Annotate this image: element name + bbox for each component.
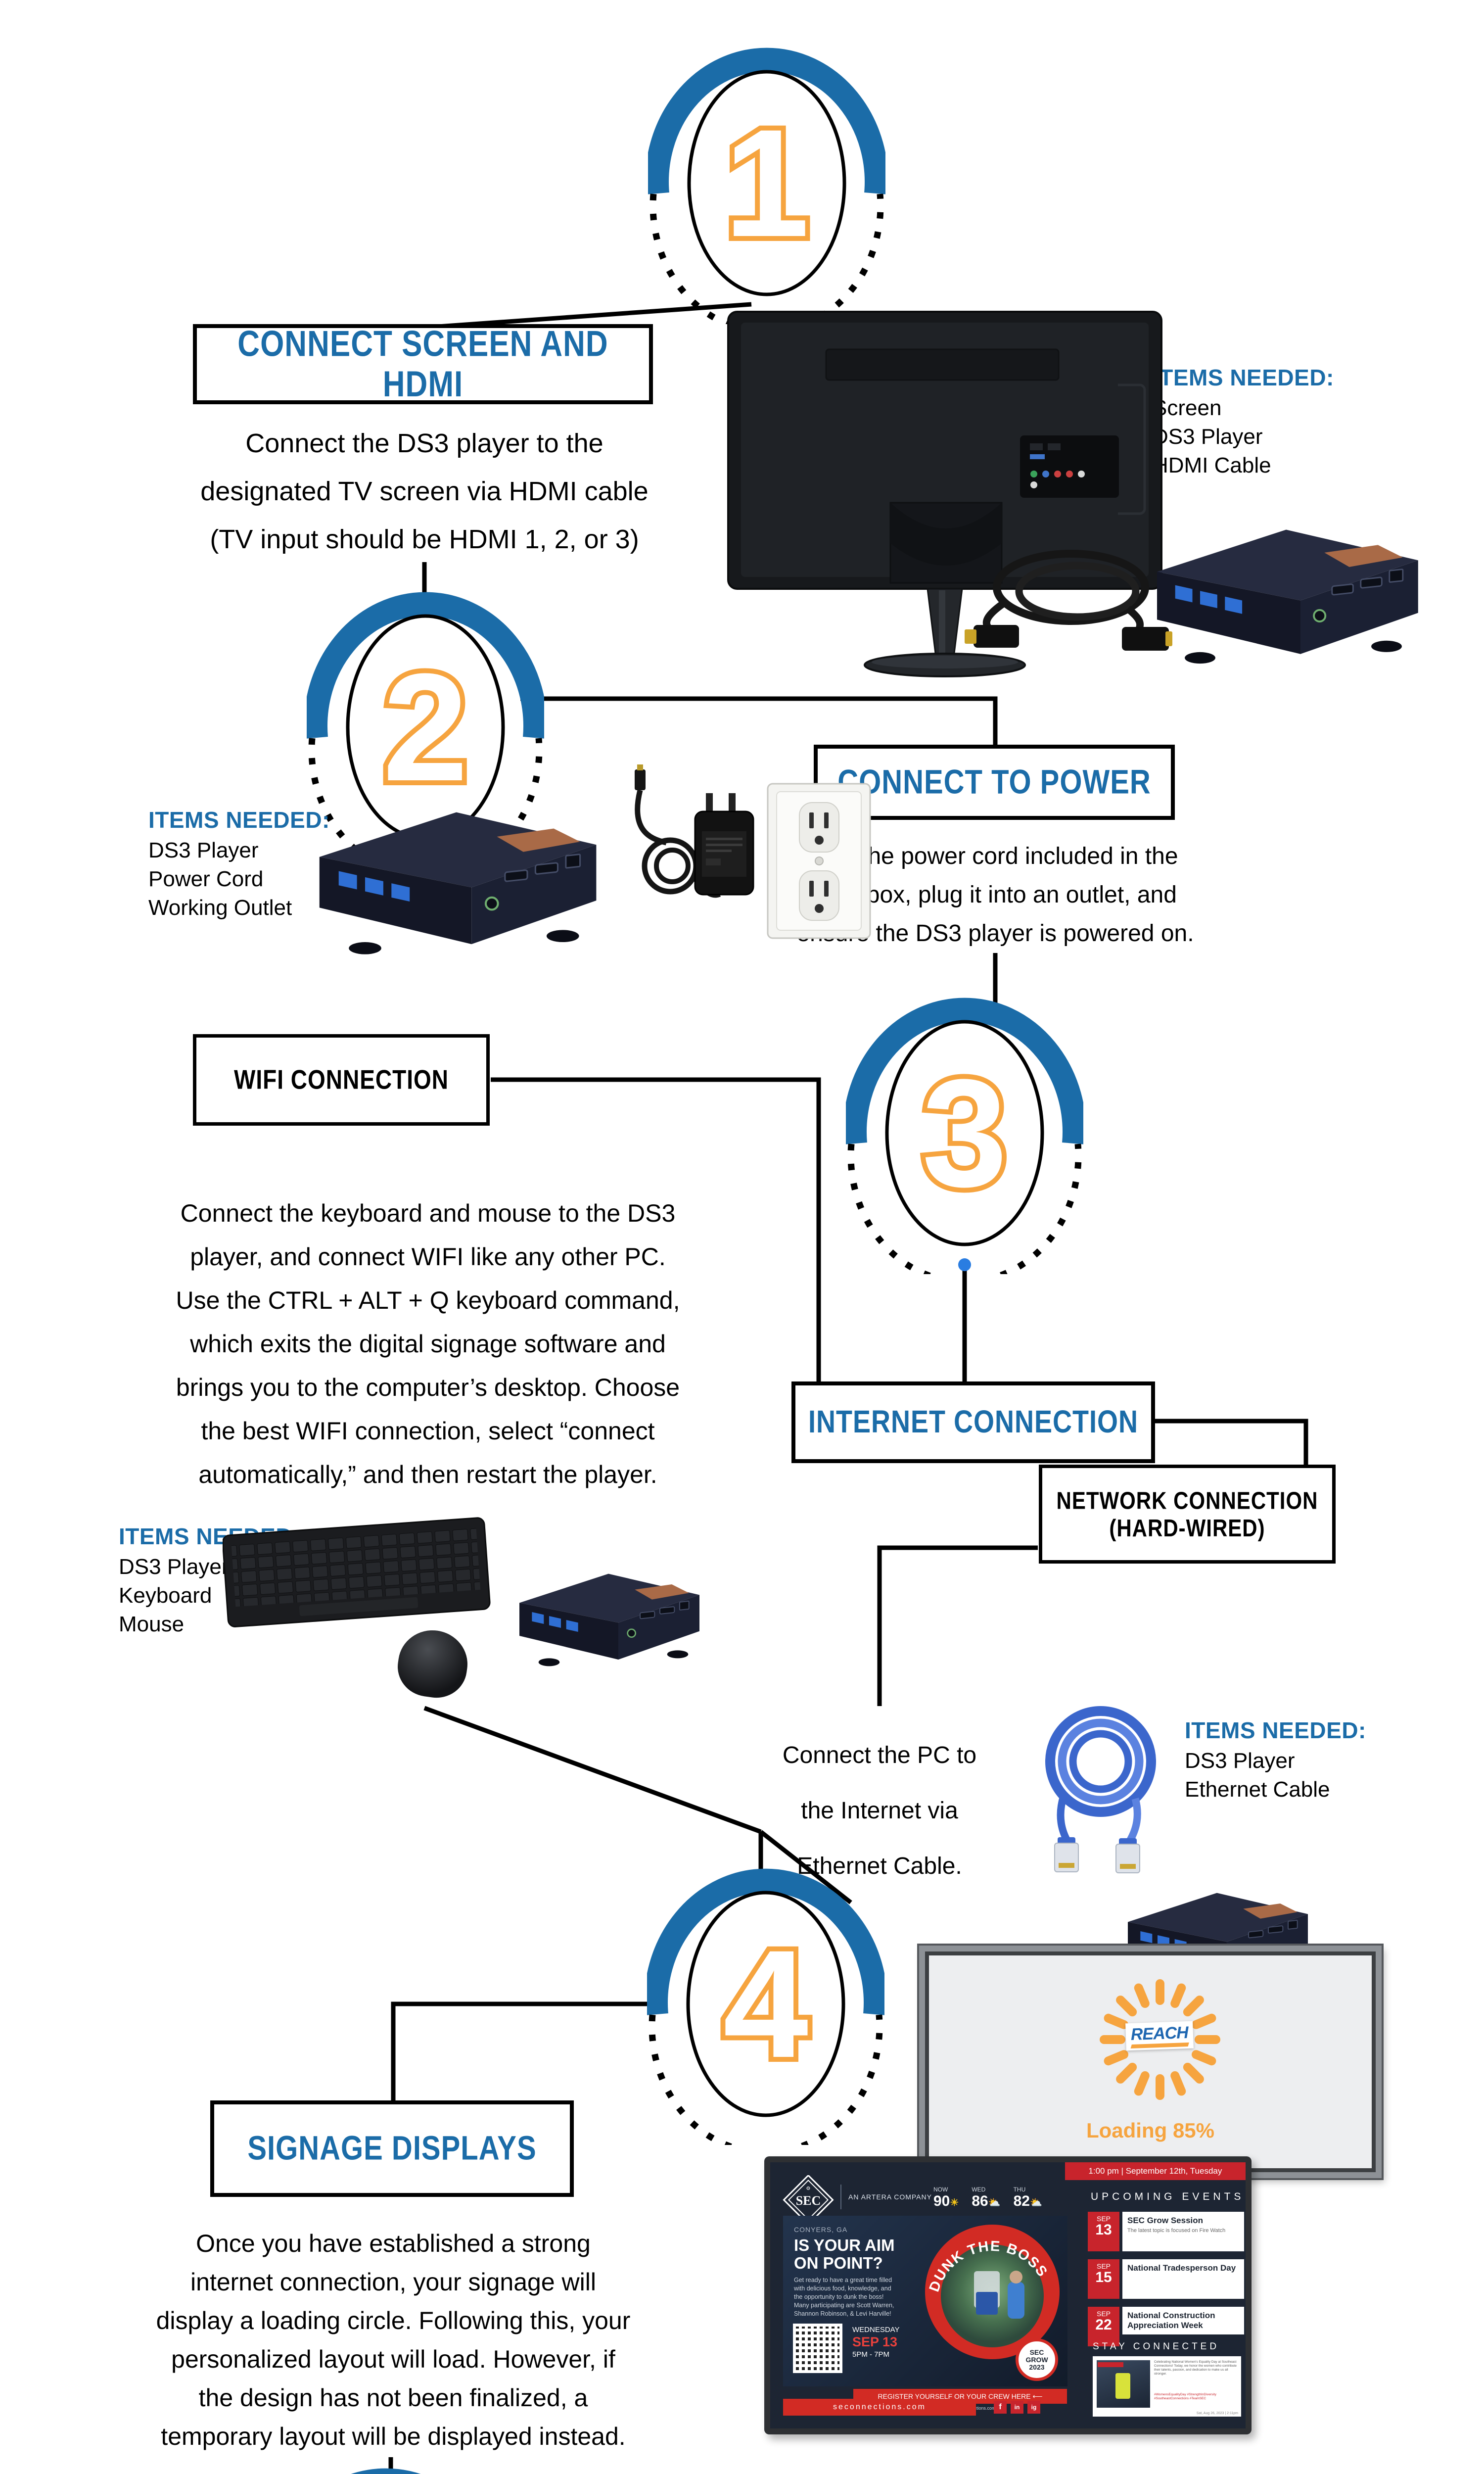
loading-screen: REACH Loading 85%: [917, 1944, 1384, 2180]
wifi-body: Connect the keyboard and mouse to the DS…: [176, 1199, 680, 1488]
post-time: Sat, Aug 26, 2023 | 2:11pm: [1196, 2412, 1238, 2415]
wifi-items-list: DS3 Player Keyboard Mouse: [119, 1555, 229, 1636]
wired-items-label: ITEMS NEEDED:: [1185, 1717, 1366, 1743]
wifi-connection-title: WIFI CONNECTION: [233, 1064, 449, 1095]
promo-when-time: 5PM - 7PM: [852, 2350, 890, 2359]
post-text: Celebrating National Women's Equality Da…: [1154, 2360, 1237, 2376]
sec-logo-sub: AN ARTERA COMPANY: [848, 2193, 932, 2201]
loading-status: Loading 85%: [1086, 2119, 1215, 2142]
upcoming-events-title: UPCOMING EVENTS: [1091, 2191, 1245, 2202]
stay-connected-title: STAY CONNECTED: [1093, 2341, 1220, 2352]
step2-title-box: CONNECT TO POWER: [814, 745, 1175, 820]
promo-when-date: SEP 13: [852, 2334, 898, 2349]
ds3-player-image-wifi: [510, 1544, 707, 1692]
step1-marker: 1: [648, 42, 885, 324]
weather-sun-icon: ☀: [950, 2197, 959, 2208]
social-post-card: Celebrating National Women's Equality Da…: [1093, 2356, 1241, 2417]
step4-title-box: SIGNAGE DISPLAYS: [210, 2100, 574, 2197]
wired-items: ITEMS NEEDED: DS3 Player Ethernet Cable: [1185, 1717, 1366, 1804]
hdmi-connector-gold: [965, 629, 976, 644]
svg-text:⚙: ⚙: [806, 2186, 811, 2191]
loading-spinner-icon: [1100, 1979, 1220, 2100]
step2-number: 2: [383, 641, 468, 813]
step1-number: 1: [724, 97, 809, 269]
wifi-connection-box: WIFI CONNECTION: [193, 1034, 490, 1126]
step3-marker: 3: [846, 992, 1083, 1274]
step4-number: 4: [723, 1918, 809, 2090]
svg-text:SEC: SEC: [796, 2193, 821, 2208]
facebook-icon: f: [994, 2401, 1007, 2414]
step1-items-label: ITEMS NEEDED:: [1153, 365, 1334, 390]
wired-body: Connect the PC to the Internet via Ether…: [782, 1742, 977, 1879]
step1-items: ITEMS NEEDED: Screen DS3 Player HDMI Cab…: [1153, 364, 1334, 480]
website-bar: seconnections.com: [783, 2399, 976, 2416]
step2-items-list: DS3 Player Power Cord Working Outlet: [148, 838, 292, 920]
ds3-player-image-step2: [304, 804, 608, 956]
dunk-the-boss-badge: DUNK THE BOSS: [925, 2225, 1060, 2359]
step2-items: ITEMS NEEDED: DS3 Player Power Cord Work…: [148, 807, 330, 922]
wired-items-list: DS3 Player Ethernet Cable: [1185, 1749, 1330, 1802]
step2-title: CONNECT TO POWER: [837, 762, 1151, 801]
step1-title: CONNECT SCREEN AND HDMI: [237, 324, 608, 405]
weather-suncloud-icon: ⛅: [1029, 2197, 1042, 2208]
signage-screen: 1:00 pm | September 12th, Tuesday SEC ⚙ …: [764, 2156, 1252, 2434]
step5-marker: 5: [267, 2463, 505, 2474]
wall-outlet-image: [766, 782, 872, 940]
promo-location: CONYERS, GA: [794, 2226, 848, 2234]
step1-dotted-arc: [649, 193, 884, 324]
step4-body: Once you have established a strong inter…: [156, 2230, 631, 2450]
ethernet-cable-image: [1029, 1695, 1172, 1875]
promo-headline: IS YOUR AIM ON POINT?: [794, 2236, 895, 2272]
network-connection-title: NETWORK CONNECTION (HARD-WIRED): [1056, 1486, 1318, 1542]
step1-arc: [648, 48, 885, 194]
sec-grow-badge: SEC GROW 2023: [1016, 2338, 1058, 2381]
qr-code: [793, 2324, 842, 2373]
instagram-icon: ig: [1027, 2401, 1040, 2414]
step1-items-list: Screen DS3 Player HDMI Cable: [1153, 396, 1271, 477]
line-step1: [437, 302, 752, 329]
network-connection-box: NETWORK CONNECTION (HARD-WIRED): [1039, 1465, 1336, 1564]
promo-body: Get ready to have a great time filled wi…: [794, 2277, 894, 2317]
post-hashtags: #WomensEqualityDay #StrengthInDiversity …: [1154, 2393, 1216, 2400]
divider: [840, 2185, 841, 2209]
arrow-left-icon: ⟵: [1032, 2392, 1043, 2400]
sec-logo: SEC ⚙: [783, 2175, 834, 2225]
step3-number: 3: [922, 1047, 1007, 1219]
promo-card: CONYERS, GA IS YOUR AIM ON POINT? Get re…: [783, 2216, 1067, 2386]
linkedin-icon: in: [1011, 2401, 1023, 2414]
step1-body: Connect the DS3 player to the designated…: [200, 428, 649, 554]
ds3-player-image-step1: [1143, 522, 1430, 666]
step3-title: INTERNET CONNECTION: [808, 1404, 1138, 1440]
power-adapter-image: [621, 764, 762, 943]
step3-title-box: INTERNET CONNECTION: [791, 1381, 1155, 1463]
tv-screen-image: [727, 311, 1162, 687]
hdmi-cable-image: [965, 542, 1172, 663]
signage-time-bar: 1:00 pm | September 12th, Tuesday: [1065, 2162, 1246, 2180]
promo-when-day: WEDNESDAY: [852, 2326, 900, 2334]
step2-items-label: ITEMS NEEDED:: [148, 807, 330, 833]
reach-logo: REACH: [1125, 2021, 1194, 2051]
step1-title-box: CONNECT SCREEN AND HDMI: [193, 324, 653, 404]
keyboard-image: [223, 1509, 492, 1635]
tv-ports-panel: [1020, 435, 1119, 498]
weather-suncloud-icon: ⛅: [988, 2197, 1001, 2208]
worker-figure: [1115, 2373, 1130, 2399]
step4-marker: 4: [647, 1863, 884, 2145]
step4-title: SIGNAGE DISPLAYS: [247, 2129, 537, 2167]
social-icons: f in ig: [994, 2401, 1040, 2414]
step3-dot: [958, 1258, 971, 1271]
